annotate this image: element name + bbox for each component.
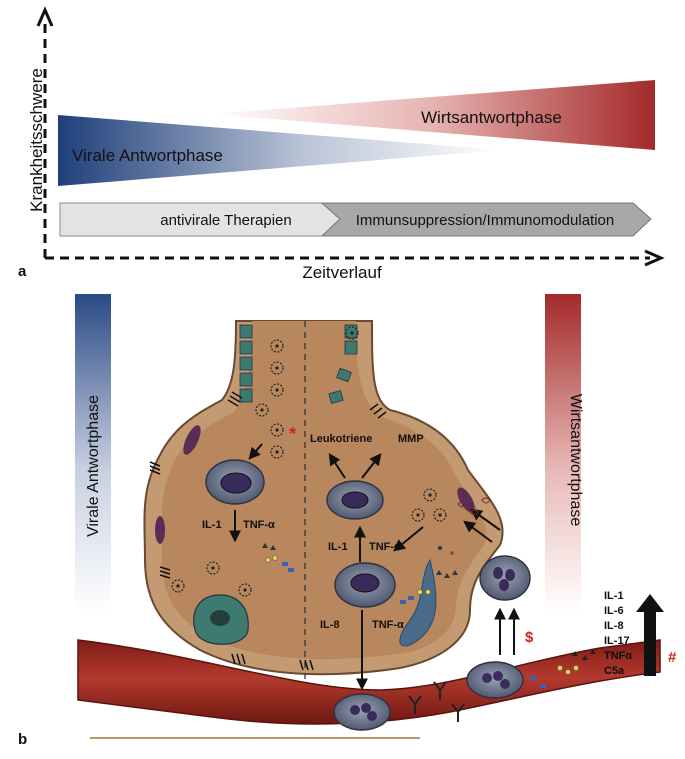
endothelial-cell <box>183 425 201 455</box>
vessel-mediators <box>530 649 596 688</box>
tnf-right-lower-label: TNF-α <box>372 619 404 631</box>
panel-a-label: a <box>18 263 27 280</box>
immunosuppression-label: Immunsuppression/Immunomodulation <box>356 212 614 229</box>
il1-left-label: IL-1 <box>202 519 222 531</box>
host-phase-wedge <box>210 80 655 150</box>
mediator-particles <box>262 497 491 604</box>
virus-cores <box>176 331 442 592</box>
cytokine-item: C5a <box>604 665 625 677</box>
endothelial-cell <box>457 487 475 513</box>
viral-phase-label: Virale Antwortphase <box>72 146 223 165</box>
viral-phase-bar <box>75 294 111 612</box>
blood-vessel <box>77 639 661 725</box>
leukocyte-in-vessel-1 <box>333 693 391 731</box>
cytokine-storm-marker: # <box>668 649 677 666</box>
host-phase-bar-label: Wirtsantwortphase <box>567 394 584 527</box>
panel-b-label: b <box>18 731 27 748</box>
signal-arrows <box>229 443 520 691</box>
neutrophil-migrating <box>479 555 531 601</box>
systemic-cytokines: IL-1 IL-6 IL-8 IL-17 TNFα C5a <box>604 590 632 677</box>
tight-junctions <box>149 391 387 671</box>
mmp-label: MMP <box>398 433 424 445</box>
y-axis-label: Krankheitsschwere <box>27 68 46 212</box>
epithelial-cells-right <box>328 324 358 404</box>
viral-phase-bar-label: Virale Antwortphase <box>85 395 102 537</box>
viral-replication-marker: * <box>289 424 296 444</box>
tnf-right-upper-label: TNF-α <box>369 541 401 553</box>
pneumocyte-nucleus <box>210 610 230 626</box>
antibodies <box>408 681 465 722</box>
x-axis-label: Zeitverlauf <box>302 263 382 282</box>
leukotriene-label: Leukotriene <box>310 433 372 445</box>
endothelial-cell <box>155 516 165 544</box>
endothelial-permeability-marker: $ <box>525 629 534 646</box>
antiviral-therapy-label: antivirale Therapien <box>160 212 291 229</box>
leukocyte-in-vessel-2 <box>466 661 524 699</box>
il1-right-label: IL-1 <box>328 541 348 553</box>
il8-label: IL-8 <box>320 619 340 631</box>
increase-arrow <box>636 594 664 676</box>
panel-a: Krankheitsschwere Zeitverlauf a Virale A… <box>18 6 665 282</box>
host-phase-label: Wirtsantwortphase <box>421 108 562 127</box>
immunosuppression-chevron <box>320 202 652 237</box>
alveolar-lumen <box>161 321 486 660</box>
cytokine-item: IL-8 <box>604 620 624 632</box>
macrophage-right-lower <box>334 562 396 608</box>
cytokine-item: IL-1 <box>604 590 624 602</box>
panel-b: b Virale Antwortphase Wirtsantwortphase <box>18 294 677 748</box>
x-axis-arrowhead <box>644 249 665 267</box>
tnf-left-label: TNF-α <box>243 519 275 531</box>
y-axis-arrowhead <box>36 6 54 27</box>
epithelial-cells-left <box>239 324 253 403</box>
interstitial-edema <box>399 558 437 647</box>
virus-particles <box>171 326 447 597</box>
cytokine-item: IL-6 <box>604 605 624 617</box>
cytokine-item: TNFα <box>604 650 632 662</box>
host-phase-bar <box>545 294 581 612</box>
macrophage-left <box>205 459 265 505</box>
cytokine-item: IL-17 <box>604 635 630 647</box>
viral-phase-wedge <box>58 115 502 186</box>
macrophage-right-upper <box>326 480 384 520</box>
